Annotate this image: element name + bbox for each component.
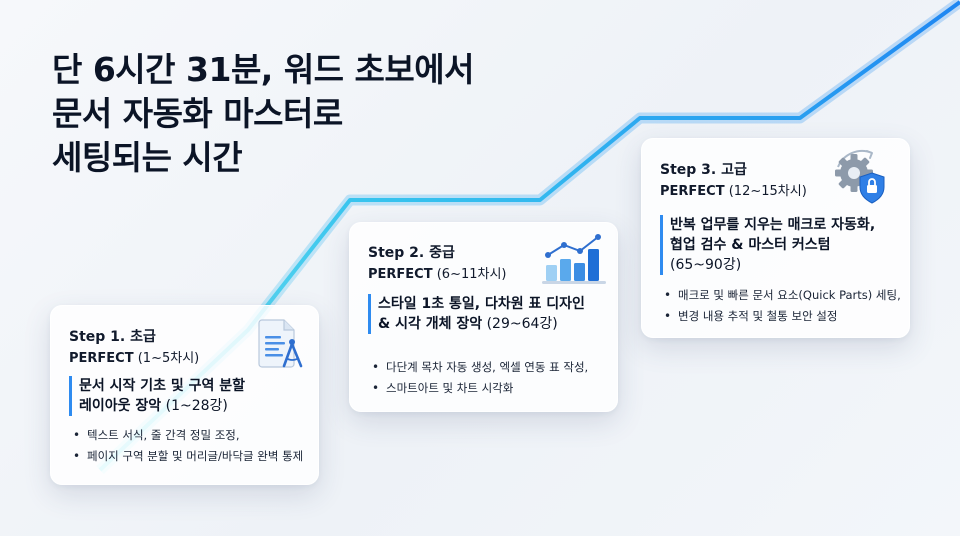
step-3-level-label: PERFECT — [660, 184, 725, 199]
step-3-title: Step 3. 고급 — [660, 162, 747, 178]
step-3-card: Step 3. 고급 PERFECT (12~15차시) 반복 업무를 지우 — [641, 138, 910, 338]
step-1-highlight: 문서 시작 기초 및 구역 분할 레이아웃 장악 (1~28강) — [69, 376, 309, 416]
gear-shield-icon — [835, 150, 885, 204]
list-item: 페이지 구역 분할 및 머리글/바닥글 완벽 통제 — [73, 446, 303, 467]
step-2-highlight: 스타일 1초 통일, 다차원 표 디자인 & 시각 개체 장악 (29~64강) — [368, 294, 613, 334]
step-2-card: Step 2. 중급 PERFECT (6~11차시) 스타일 1초 통일, 다… — [349, 222, 618, 412]
list-item: 다단계 목차 자동 생성, 엑셀 연동 표 작성, — [372, 357, 588, 378]
step-1-lecture-range: (1~28강) — [161, 398, 228, 414]
step-2-sessions: (6~11차시) — [436, 267, 507, 282]
step-3-highlight-line-1: 반복 업무를 지우는 매크로 자동화, — [670, 217, 876, 233]
step-2-title: Step 2. 중급 — [368, 245, 455, 261]
step-3-highlight-line-2: 협업 검수 & 마스터 커스텀 — [670, 237, 831, 253]
list-item: 텍스트 서식, 줄 간격 정밀 조정, — [73, 425, 303, 446]
step-2-highlight-line-1: 스타일 1초 통일, 다차원 표 디자인 — [378, 296, 585, 312]
step-3-lecture-range: (65~90강) — [670, 257, 742, 273]
step-3-highlight: 반복 업무를 지우는 매크로 자동화, 협업 검수 & 마스터 커스텀 (65~… — [660, 215, 905, 275]
step-1-level: PERFECT (1~5차시) — [69, 347, 199, 366]
step-3-sessions: (12~15차시) — [728, 184, 807, 199]
step-1-title: Step 1. 초급 — [69, 329, 156, 345]
document-compass-icon — [258, 319, 303, 368]
list-item: 스마트아트 및 차트 시각화 — [372, 378, 588, 399]
step-3-bullet-list: 매크로 및 빠른 문서 요소(Quick Parts) 세팅, 변경 내용 추적… — [664, 285, 901, 327]
step-2-level: PERFECT (6~11차시) — [368, 263, 507, 282]
page-headline: 단 6시간 31분, 워드 초보에서 문서 자동화 마스터로 세팅되는 시간 — [52, 48, 474, 180]
step-2-level-label: PERFECT — [368, 267, 433, 282]
bar-chart-icon — [542, 234, 606, 284]
step-1-bullet-list: 텍스트 서식, 줄 간격 정밀 조정, 페이지 구역 분할 및 머리글/바닥글 … — [73, 425, 303, 467]
list-item: 매크로 및 빠른 문서 요소(Quick Parts) 세팅, — [664, 285, 901, 306]
step-3-level: PERFECT (12~15차시) — [660, 180, 807, 199]
step-1-level-label: PERFECT — [69, 351, 134, 366]
headline-line-2: 문서 자동화 마스터로 — [52, 94, 343, 133]
headline-line-1: 단 6시간 31분, 워드 초보에서 — [52, 50, 474, 89]
headline-line-3: 세팅되는 시간 — [52, 138, 243, 177]
list-item: 변경 내용 추적 및 철통 보안 설정 — [664, 306, 901, 327]
step-2-bullet-list: 다단계 목차 자동 생성, 엑셀 연동 표 작성, 스마트아트 및 차트 시각화 — [372, 357, 588, 399]
step-1-sessions: (1~5차시) — [137, 351, 200, 366]
step-2-highlight-line-2: & 시각 개체 장악 — [378, 316, 483, 332]
step-1-highlight-line-2: 레이아웃 장악 — [79, 398, 162, 414]
step-2-lecture-range: (29~64강) — [482, 316, 558, 332]
step-1-card: Step 1. 초급 PERFECT (1~5차시) 문서 시작 기초 및 구역… — [50, 305, 319, 485]
step-1-highlight-line-1: 문서 시작 기초 및 구역 분할 — [79, 378, 246, 394]
